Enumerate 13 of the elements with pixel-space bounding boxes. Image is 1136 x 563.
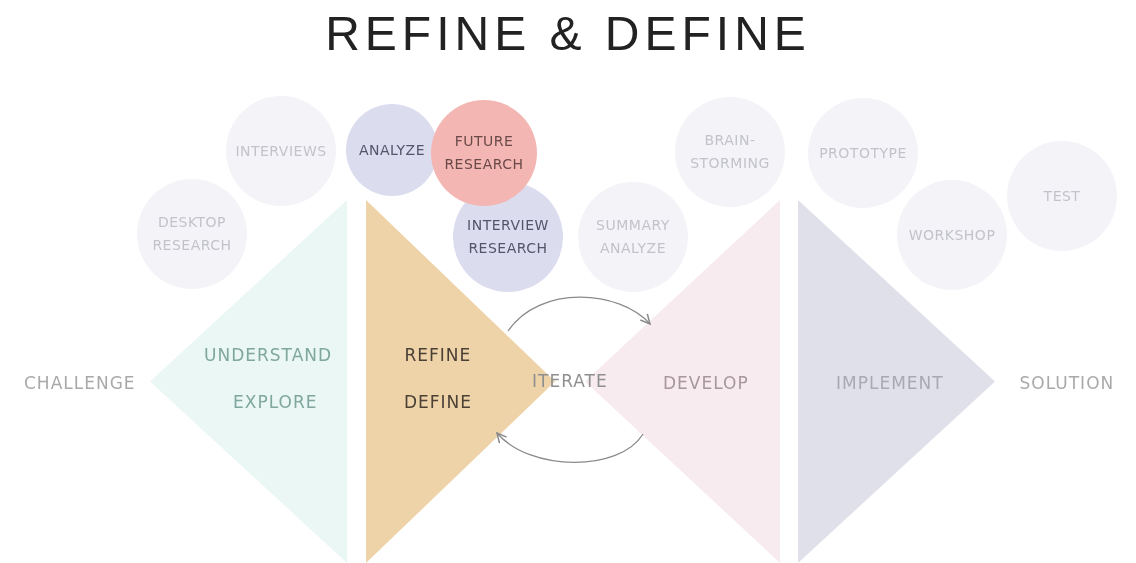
phase-label: DEFINE [404,391,473,413]
phase-label: EXPLORE [233,391,318,413]
circle-label: ANALYZE [357,140,427,160]
phase-label: UNDERSTAND [204,344,333,366]
curved-arrow [507,296,651,332]
stage-label: SOLUTION [1019,372,1115,394]
circle-label: INTERVIEW RESEARCH [466,216,550,258]
phase-label: DEVELOP [663,372,749,394]
phase-label: REFINE [404,344,472,366]
stage-label: CHALLENGE [24,372,136,394]
curved-arrow [496,432,644,464]
circle-label: FUTURE RESEARCH [443,132,525,174]
title: REFINE & DEFINE [325,7,811,60]
